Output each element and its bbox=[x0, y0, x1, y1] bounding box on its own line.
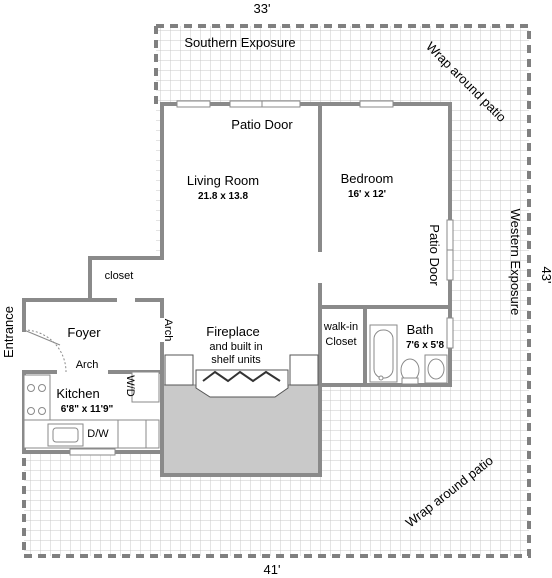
fireplace-label-line3: shelf units bbox=[211, 354, 261, 366]
bath-size: 7'6 x 5'8 bbox=[406, 340, 445, 351]
fireplace-label-line1: Fireplace bbox=[206, 324, 259, 339]
dim-bottom: 41' bbox=[264, 562, 281, 577]
entrance-door bbox=[23, 329, 67, 373]
southern-exposure-label: Southern Exposure bbox=[184, 35, 295, 50]
patio-boundary bbox=[22, 24, 531, 558]
bath-label: Bath bbox=[407, 322, 434, 337]
fireplace-unit bbox=[164, 354, 319, 398]
western-exposure-label: Western Exposure bbox=[508, 209, 523, 316]
closet-label: closet bbox=[105, 270, 134, 282]
dim-top: 33' bbox=[254, 1, 271, 16]
kitchen-label: Kitchen bbox=[56, 386, 99, 401]
patio-grid bbox=[24, 26, 529, 556]
hearth-area bbox=[161, 384, 320, 476]
living-room-label: Living Room bbox=[187, 173, 259, 188]
bedroom-size: 16' x 12' bbox=[348, 189, 386, 200]
kitchen-size: 6'8" x 11'9" bbox=[61, 404, 114, 415]
washer-dryer-label: W/D bbox=[124, 375, 136, 396]
patio-door-top-label: Patio Door bbox=[231, 117, 293, 132]
kitchen-fixtures bbox=[23, 371, 160, 449]
right-windows bbox=[446, 219, 454, 349]
walkin-closet-label-line2: Closet bbox=[325, 336, 356, 348]
walkin-closet-label-line1: walk-in bbox=[323, 321, 358, 333]
bedroom-label: Bedroom bbox=[341, 171, 394, 186]
entrance-label: Entrance bbox=[1, 306, 16, 358]
dim-right: 43' bbox=[539, 267, 552, 284]
arch-horizontal-label: Arch bbox=[76, 359, 99, 371]
dishwasher-label: D/W bbox=[87, 428, 109, 440]
living-room-size: 21.8 x 13.8 bbox=[198, 191, 248, 202]
kitchen-window bbox=[69, 448, 116, 456]
bath-fixtures bbox=[369, 324, 448, 385]
top-windows bbox=[176, 100, 394, 108]
patio-door-right-label: Patio Door bbox=[427, 224, 442, 286]
arch-vertical-label: Arch bbox=[162, 319, 174, 342]
fireplace-label-line2: and built in bbox=[209, 341, 262, 353]
foyer-label: Foyer bbox=[67, 325, 101, 340]
